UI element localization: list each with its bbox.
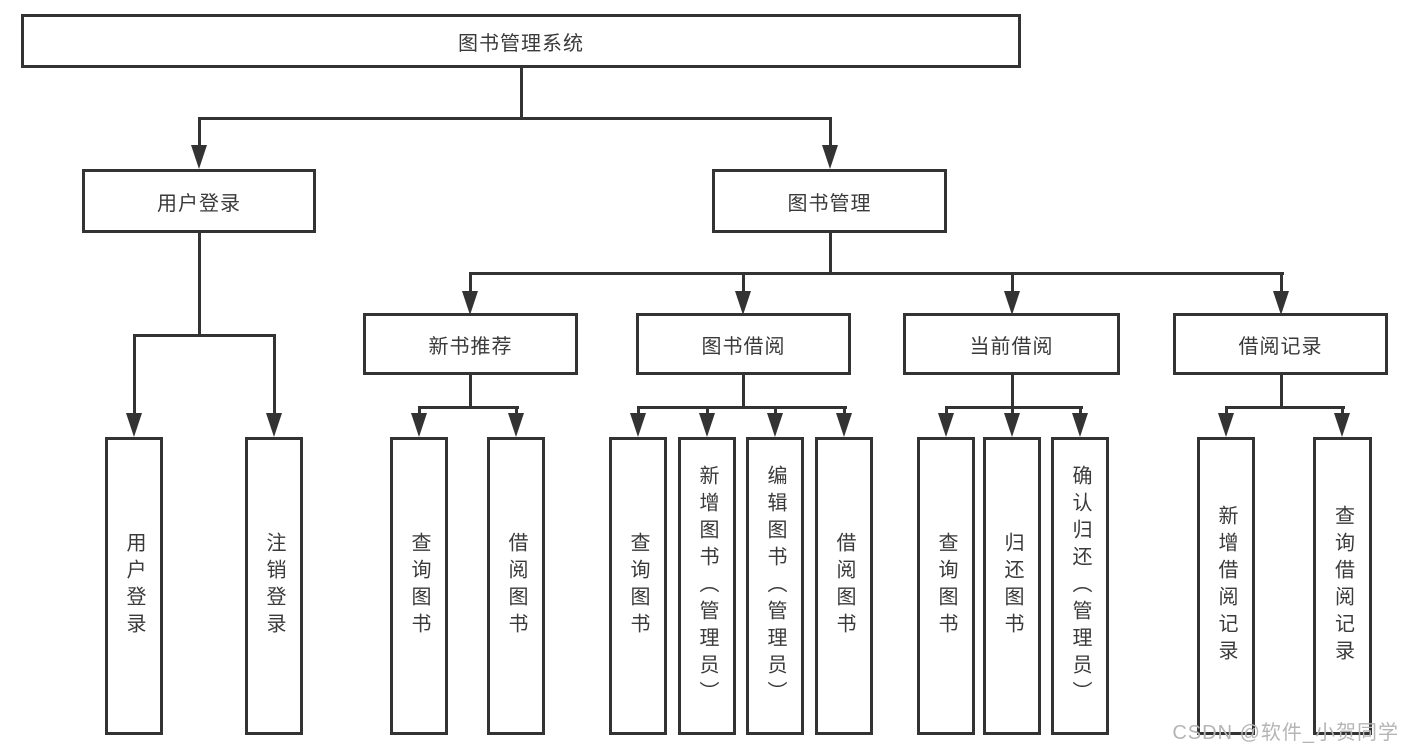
arrowhead-down-icon: [1218, 413, 1234, 437]
arrowhead-down-icon: [1334, 413, 1350, 437]
connector-line: [829, 117, 832, 146]
connector-line: [1079, 406, 1082, 416]
leaf-label: 确认归还（管理员）: [1069, 464, 1091, 708]
arrowhead-down-icon: [462, 291, 478, 315]
node-label: 借阅记录: [1238, 335, 1323, 358]
node-current-borrow: 当前借阅: [903, 313, 1120, 375]
leaf-label: 编辑图书（管理员）: [764, 464, 786, 708]
arrowhead-down-icon: [1004, 291, 1020, 315]
connector-line: [1280, 375, 1283, 408]
connector-line: [637, 406, 640, 416]
arrowhead-down-icon: [411, 413, 427, 437]
leaf-label: 查询借阅记录: [1331, 505, 1354, 667]
connector-line: [133, 334, 276, 337]
leaf-query-books: 查询图书: [390, 437, 448, 735]
leaf-label: 查询图书: [935, 532, 957, 640]
leaf-label: 注销登录: [263, 532, 285, 640]
node-label: 图书借阅: [701, 335, 786, 358]
node-label: 用户登录: [157, 192, 241, 215]
leaf-edit-books-admin: 编辑图书（管理员）: [746, 437, 804, 735]
arrowhead-down-icon: [938, 413, 954, 437]
node-new-book-recommend: 新书推荐: [363, 313, 578, 375]
leaf-label: 查询图书: [408, 532, 430, 640]
arrowhead-down-icon: [822, 145, 838, 169]
connector-line: [774, 406, 777, 416]
connector-line: [1341, 406, 1344, 416]
node-root-label: 图书管理系统: [458, 32, 584, 55]
connector-line: [418, 406, 519, 409]
connector-line: [843, 406, 846, 416]
leaf-label: 归还图书: [1001, 532, 1023, 640]
arrowhead-down-icon: [1273, 291, 1289, 315]
leaf-query-books: 查询图书: [609, 437, 667, 735]
leaf-logout: 注销登录: [245, 437, 303, 735]
connector-line: [469, 375, 472, 408]
leaf-label: 新增借阅记录: [1215, 505, 1237, 667]
connector-line: [829, 233, 832, 274]
arrowhead-down-icon: [191, 145, 207, 169]
leaf-label: 查询图书: [627, 532, 649, 640]
connector-line: [637, 406, 847, 409]
connector-line: [198, 233, 201, 335]
node-label: 当前借阅: [969, 335, 1054, 358]
leaf-add-borrow-record: 新增借阅记录: [1197, 437, 1255, 735]
connector-line: [1225, 406, 1228, 416]
leaf-query-borrow-record: 查询借阅记录: [1313, 437, 1372, 735]
arrowhead-down-icon: [699, 413, 715, 437]
arrowhead-down-icon: [1004, 413, 1020, 437]
leaf-label: 借阅图书: [833, 532, 855, 640]
node-borrow-records: 借阅记录: [1173, 313, 1388, 375]
node-user-login: 用户登录: [82, 169, 316, 233]
connector-line: [515, 406, 518, 416]
leaf-label: 用户登录: [123, 532, 145, 640]
node-label: 图书管理: [787, 192, 872, 215]
connector-line: [469, 272, 1284, 275]
arrowhead-down-icon: [836, 413, 852, 437]
csdn-watermark: CSDN @软件_小贺同学: [1172, 722, 1399, 744]
connector-line: [1225, 406, 1345, 409]
arrowhead-down-icon: [767, 413, 783, 437]
node-label: 新书推荐: [428, 335, 513, 358]
connector-line: [198, 117, 201, 146]
leaf-label: 借阅图书: [505, 532, 527, 640]
arrowhead-down-icon: [735, 291, 751, 315]
connector-line: [198, 117, 832, 120]
connector-line: [1011, 272, 1014, 292]
leaf-return-books: 归还图书: [983, 437, 1041, 735]
leaf-borrow-books: 借阅图书: [487, 437, 545, 735]
connector-line: [742, 375, 745, 408]
leaf-user-login: 用户登录: [105, 437, 163, 735]
connector-line: [742, 272, 745, 292]
arrowhead-down-icon: [508, 413, 524, 437]
connector-line: [469, 272, 472, 292]
connector-line: [945, 406, 1083, 409]
connector-line: [1011, 375, 1014, 408]
connector-line: [520, 68, 523, 118]
connector-line: [706, 406, 709, 416]
leaf-confirm-return-admin: 确认归还（管理员）: [1051, 437, 1109, 735]
connector-line: [418, 406, 421, 416]
connector-line: [945, 406, 948, 416]
leaf-add-books-admin: 新增图书（管理员）: [678, 437, 736, 735]
arrowhead-down-icon: [126, 413, 142, 437]
leaf-query-books: 查询图书: [917, 437, 975, 735]
connector-line: [133, 334, 136, 414]
arrowhead-down-icon: [1072, 413, 1088, 437]
connector-line: [1280, 272, 1283, 292]
node-book-management: 图书管理: [712, 169, 947, 233]
node-book-borrow: 图书借阅: [636, 313, 851, 375]
connector-line: [273, 334, 276, 414]
leaf-label: 新增图书（管理员）: [696, 464, 718, 708]
arrowhead-down-icon: [630, 413, 646, 437]
leaf-borrow-books: 借阅图书: [815, 437, 873, 735]
arrowhead-down-icon: [266, 413, 282, 437]
connector-line: [1011, 406, 1014, 416]
node-root: 图书管理系统: [21, 14, 1021, 68]
